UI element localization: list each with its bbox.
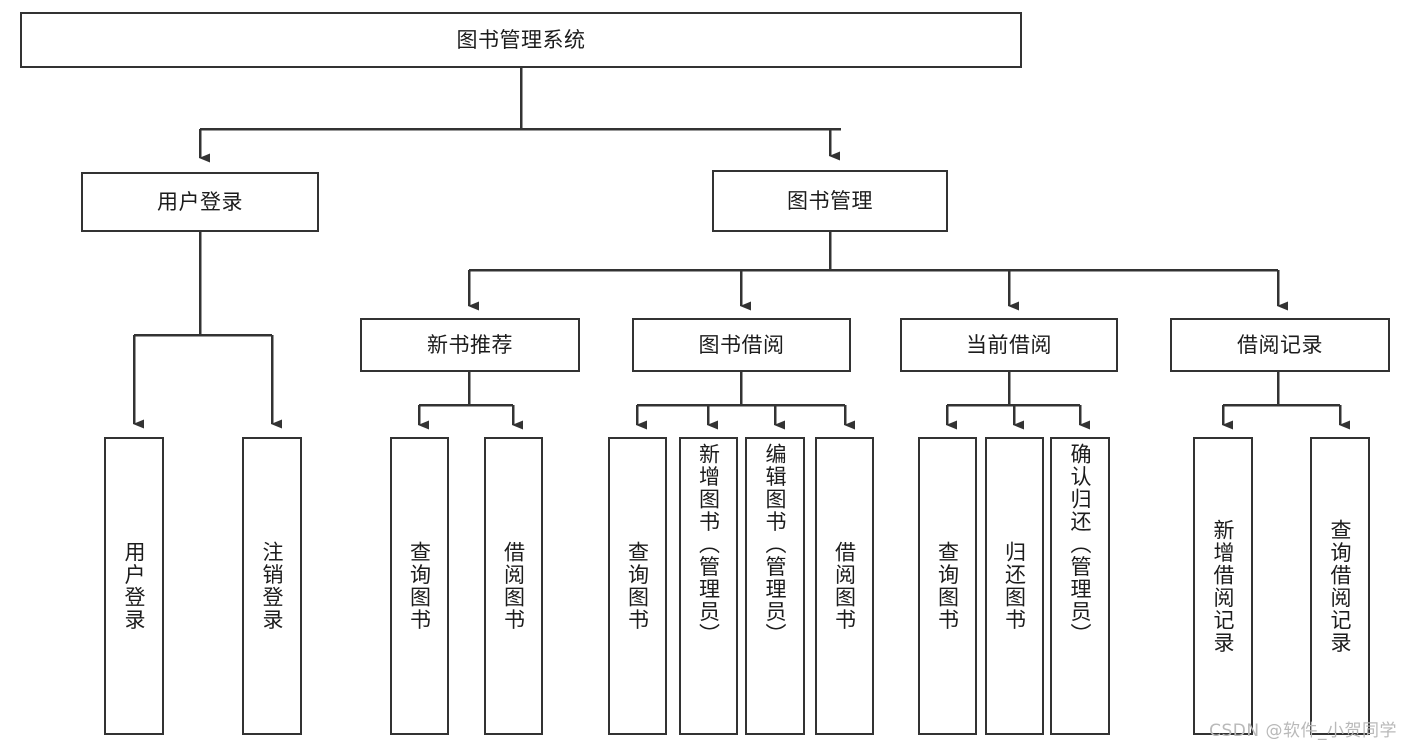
leaf-node[interactable]: 编辑图书（管理员） [745, 437, 805, 735]
leaf-node[interactable]: 查询图书 [918, 437, 977, 735]
leaf-node-label: 注销登录 [260, 541, 285, 631]
node-new-book-recommend-label: 新书推荐 [427, 332, 513, 357]
leaf-node-label: 查询图书 [625, 541, 650, 631]
leaf-node-label: 查询借阅记录 [1328, 518, 1353, 654]
leaf-node[interactable]: 确认归还（管理员） [1050, 437, 1110, 735]
leaf-node-label: 查询图书 [935, 541, 960, 631]
leaf-node[interactable]: 归还图书 [985, 437, 1044, 735]
node-borrow-record[interactable]: 借阅记录 [1170, 318, 1390, 372]
leaf-node[interactable]: 查询图书 [390, 437, 449, 735]
leaf-node[interactable]: 用户登录 [104, 437, 164, 735]
node-root-label: 图书管理系统 [456, 27, 586, 52]
leaf-node-label: 编辑图书（管理员） [763, 443, 788, 646]
node-book-borrow-label: 图书借阅 [698, 332, 785, 357]
node-user-login-label: 用户登录 [157, 189, 243, 214]
leaf-node-label: 归还图书 [1002, 541, 1027, 631]
leaf-node-label: 新增借阅记录 [1211, 518, 1236, 654]
node-current-borrow[interactable]: 当前借阅 [900, 318, 1118, 372]
leaf-node-label: 借阅图书 [832, 541, 857, 631]
leaf-node-label: 查询图书 [407, 541, 432, 631]
node-book-management-label: 图书管理 [787, 188, 873, 213]
node-new-book-recommend[interactable]: 新书推荐 [360, 318, 580, 372]
leaf-node-label: 确认归还（管理员） [1068, 443, 1093, 646]
leaf-node-label: 新增图书（管理员） [696, 443, 721, 646]
node-root-system[interactable]: 图书管理系统 [20, 12, 1022, 68]
node-book-management[interactable]: 图书管理 [712, 170, 948, 232]
leaf-node[interactable]: 新增图书（管理员） [679, 437, 738, 735]
node-book-borrow[interactable]: 图书借阅 [632, 318, 851, 372]
node-current-borrow-label: 当前借阅 [966, 332, 1052, 357]
leaf-node[interactable]: 查询图书 [608, 437, 667, 735]
node-user-login[interactable]: 用户登录 [81, 172, 319, 232]
leaf-node[interactable]: 借阅图书 [815, 437, 874, 735]
leaf-node[interactable]: 借阅图书 [484, 437, 543, 735]
leaf-node-label: 借阅图书 [501, 541, 526, 631]
leaf-node[interactable]: 新增借阅记录 [1193, 437, 1253, 735]
leaf-node[interactable]: 查询借阅记录 [1310, 437, 1370, 735]
csdn-watermark: CSDN @软件_小贺同学 [1209, 721, 1397, 741]
node-borrow-record-label: 借阅记录 [1237, 332, 1323, 357]
leaf-node-label: 用户登录 [122, 541, 147, 631]
leaf-node[interactable]: 注销登录 [242, 437, 302, 735]
